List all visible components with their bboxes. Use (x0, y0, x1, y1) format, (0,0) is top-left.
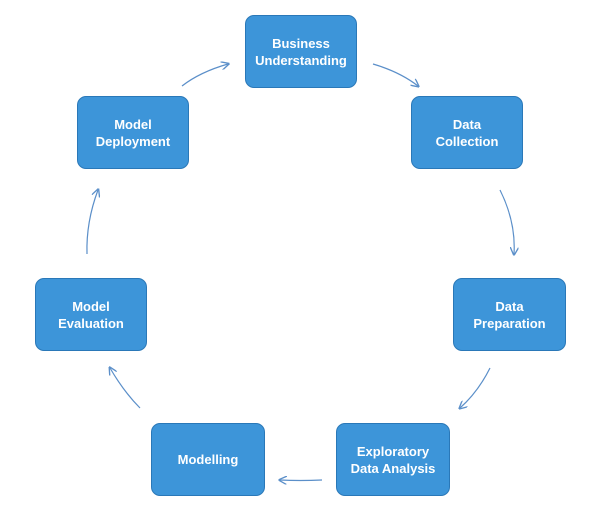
node-exploratory-data-analysis: Exploratory Data Analysis (336, 423, 450, 496)
node-model-evaluation: Model Evaluation (35, 278, 147, 351)
node-label: Exploratory Data Analysis (350, 443, 436, 476)
arrow-evaluation-to-deployment (86, 190, 98, 255)
arrow-business-to-collection (372, 63, 418, 86)
node-business-understanding: Business Understanding (245, 15, 357, 88)
node-label: Model Deployment (95, 116, 171, 149)
node-model-deployment: Model Deployment (77, 96, 189, 169)
node-label: Modelling (177, 452, 239, 467)
node-data-preparation: Data Preparation (453, 278, 566, 351)
arrow-collection-to-preparation (499, 189, 514, 254)
node-modelling: Modelling (151, 423, 265, 496)
arrow-modelling-to-evaluation (110, 368, 141, 409)
node-label: Data Preparation (473, 298, 546, 331)
arrow-preparation-to-eda (460, 367, 491, 408)
arrow-deployment-to-business (181, 64, 228, 87)
node-label: Model Evaluation (58, 298, 124, 331)
node-label: Business Understanding (255, 35, 347, 68)
node-data-collection: Data Collection (411, 96, 523, 169)
arrow-eda-to-modelling (280, 480, 323, 481)
node-label: Data Collection (435, 116, 499, 149)
